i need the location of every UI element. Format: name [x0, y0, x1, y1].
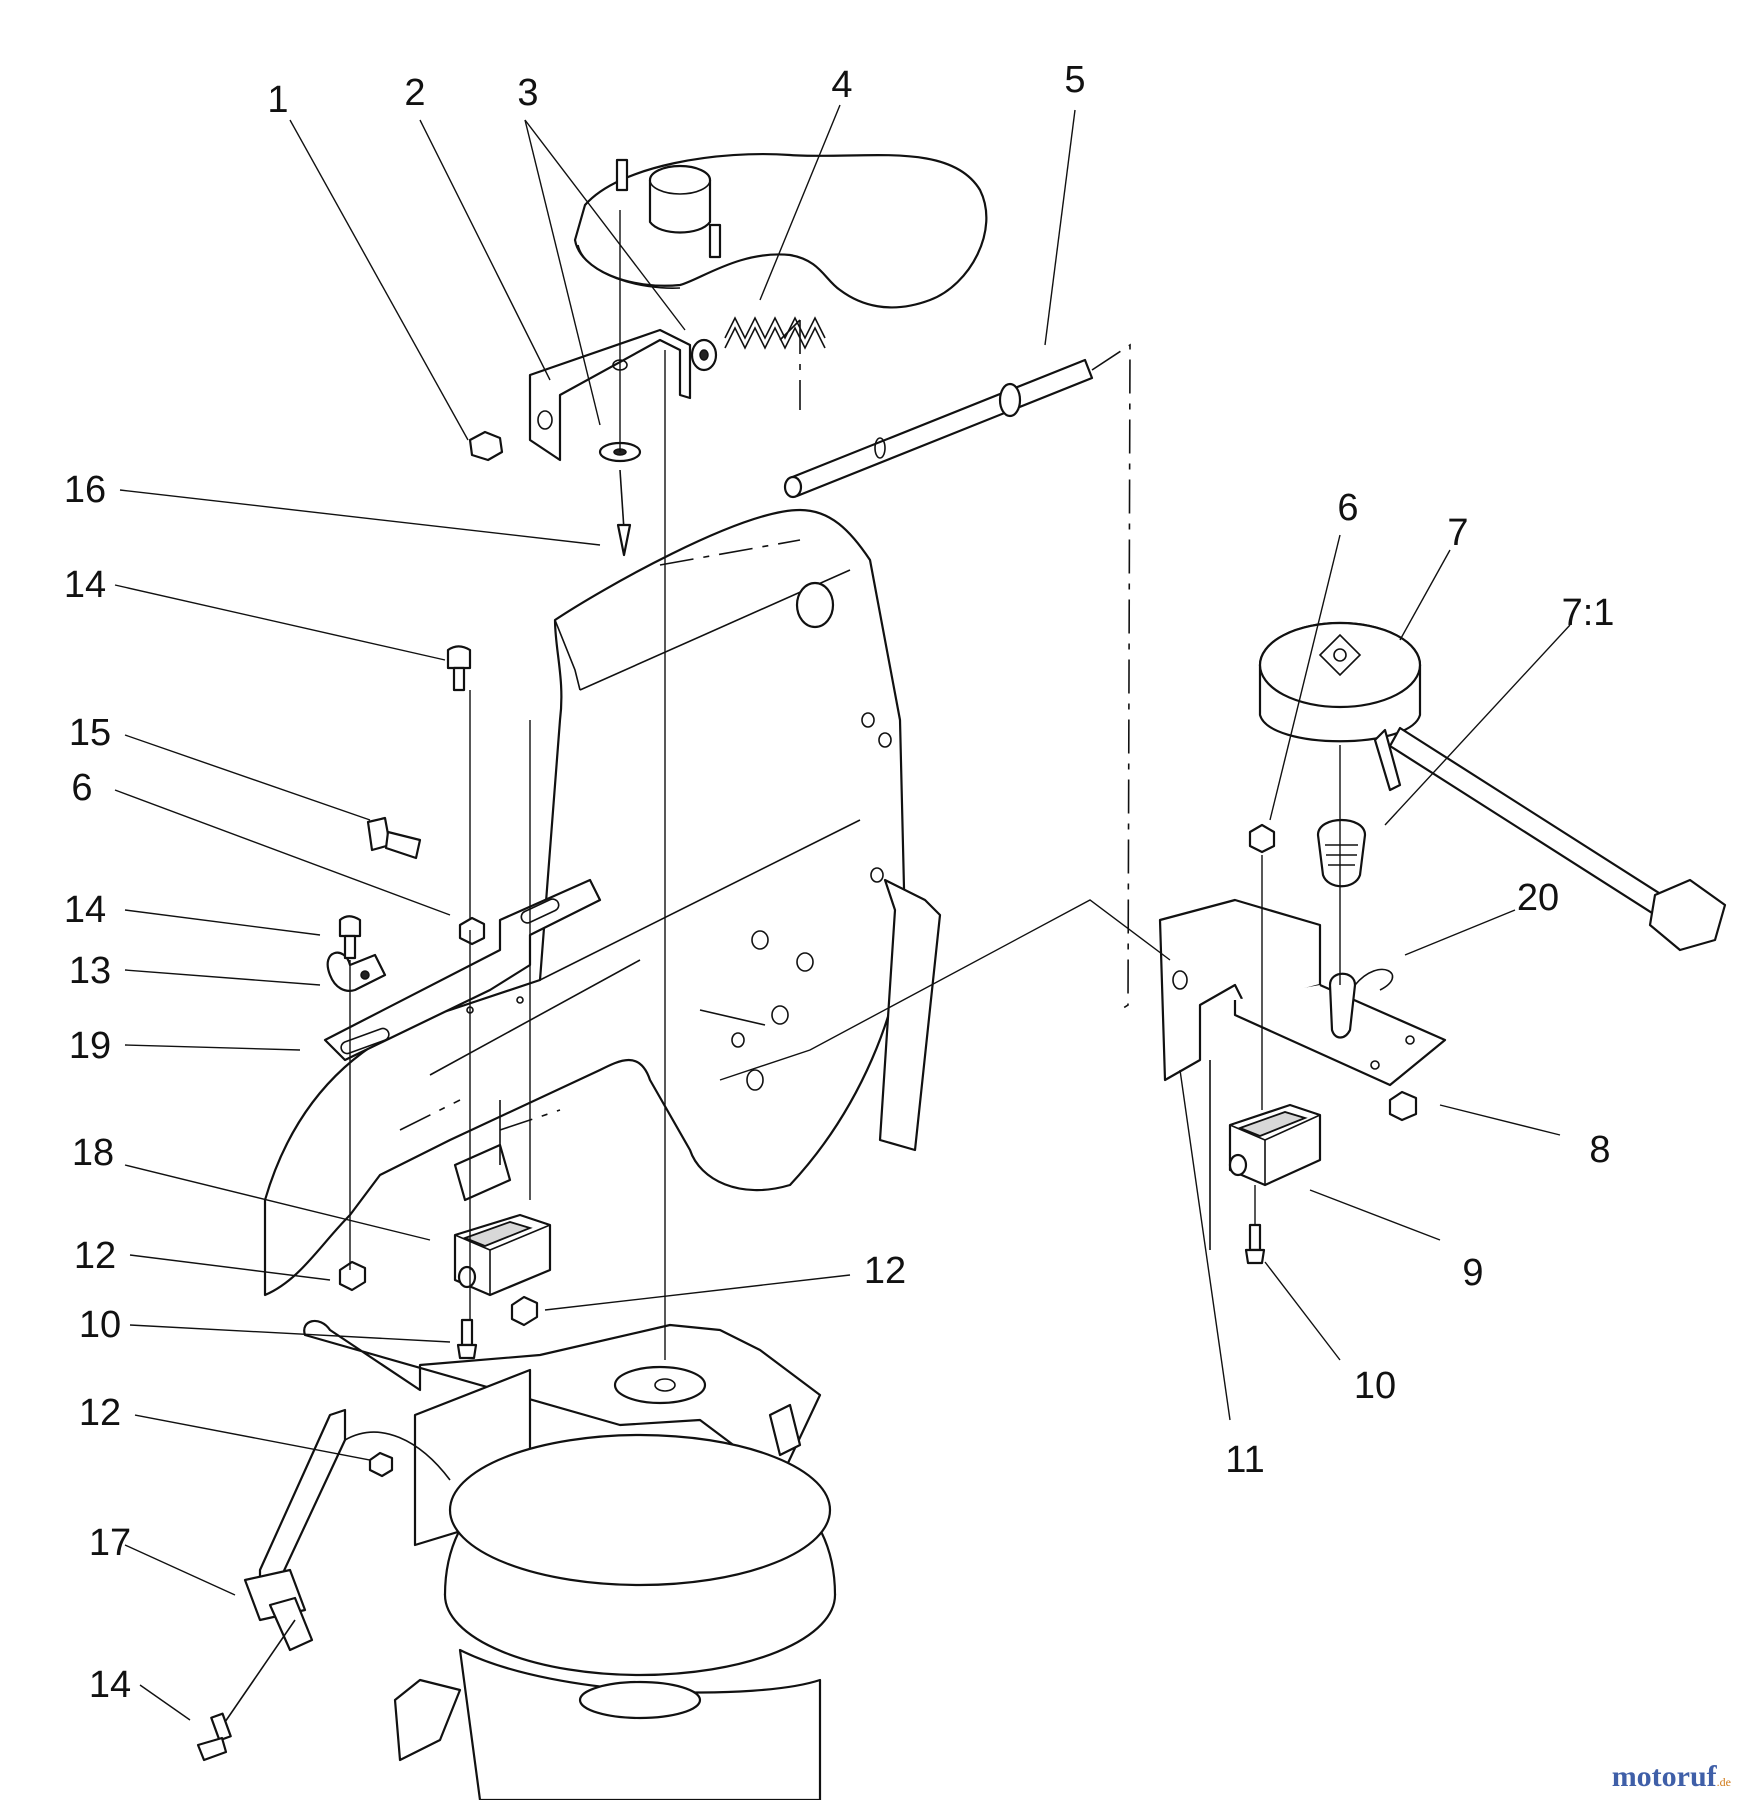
leader-lines	[114, 104, 1571, 1721]
callout-4: 4	[831, 64, 852, 106]
callout-18: 18	[72, 1132, 114, 1174]
callout-14a: 14	[64, 564, 106, 606]
part-2-bracket	[528, 328, 692, 462]
callout-11: 11	[1225, 1439, 1264, 1481]
part-20-bulb	[1328, 968, 1394, 1039]
callout-10b: 10	[1354, 1365, 1396, 1407]
watermark-tld: .de	[1716, 1775, 1731, 1789]
callout-14b: 14	[64, 889, 106, 931]
watermark-text: motoruf	[1611, 1760, 1717, 1793]
part-1-nut	[468, 430, 504, 462]
main-frame	[263, 508, 942, 1297]
part-18-switch	[453, 1213, 552, 1297]
callout-20: 20	[1517, 877, 1559, 919]
callout-6a: 6	[71, 767, 92, 809]
part-12-nut-a	[338, 1260, 367, 1292]
callout-14c: 14	[89, 1664, 131, 1706]
part-10-screw-right	[1244, 1223, 1266, 1265]
callout-9: 9	[1462, 1252, 1483, 1294]
part-16-pin	[616, 469, 632, 557]
callout-6b: 6	[1337, 487, 1358, 529]
lower-housing	[303, 1319, 837, 1800]
callout-19: 19	[69, 1025, 111, 1067]
part-15-bolt	[366, 816, 422, 860]
part-5-shaft	[783, 358, 1094, 499]
part-14-bolt-middle	[338, 915, 362, 960]
callout-8: 8	[1589, 1129, 1610, 1171]
part-19-plate	[323, 878, 602, 1062]
part-17-arm	[243, 1408, 451, 1652]
part-7-1-spring	[1316, 818, 1367, 888]
callout-17: 17	[89, 1522, 131, 1564]
part-11-bracket	[1158, 898, 1447, 1250]
part-12-nut-b	[510, 1295, 539, 1327]
part-6-nut-left	[458, 916, 486, 946]
callout-12b: 12	[864, 1250, 906, 1292]
callout-16: 16	[64, 469, 106, 511]
part-13-clamp	[326, 951, 387, 992]
part-10-screw-left	[456, 1318, 478, 1360]
callout-10a: 10	[79, 1304, 121, 1346]
callout-5: 5	[1064, 59, 1085, 101]
callout-2: 2	[404, 72, 425, 114]
callout-1: 1	[267, 79, 288, 121]
callout-7-1: 7:1	[1562, 592, 1615, 634]
callout-12a: 12	[74, 1235, 116, 1277]
callout-labels: 1 2 3 4 5 16 14 15 6 14 13 19 18 12 12 1…	[64, 59, 1615, 1706]
callout-7: 7	[1447, 512, 1468, 554]
part-12-nut-lower	[368, 1451, 394, 1478]
callout-12c: 12	[79, 1392, 121, 1434]
part-8-nut	[1388, 1090, 1418, 1122]
assembly-lines	[349, 210, 1341, 1360]
part-9-switch	[1228, 1103, 1322, 1187]
callout-15: 15	[69, 712, 111, 754]
watermark-logo: motoruf.de	[1612, 1760, 1731, 1794]
part-14-bolt-upper	[446, 645, 472, 692]
part-14-bolt-lower	[196, 1619, 296, 1762]
part-7-knob	[1258, 621, 1727, 952]
part-6-nut-right	[1248, 823, 1276, 854]
callout-3: 3	[517, 72, 538, 114]
callout-13: 13	[69, 950, 111, 992]
part-4-cam-plate	[573, 152, 988, 372]
